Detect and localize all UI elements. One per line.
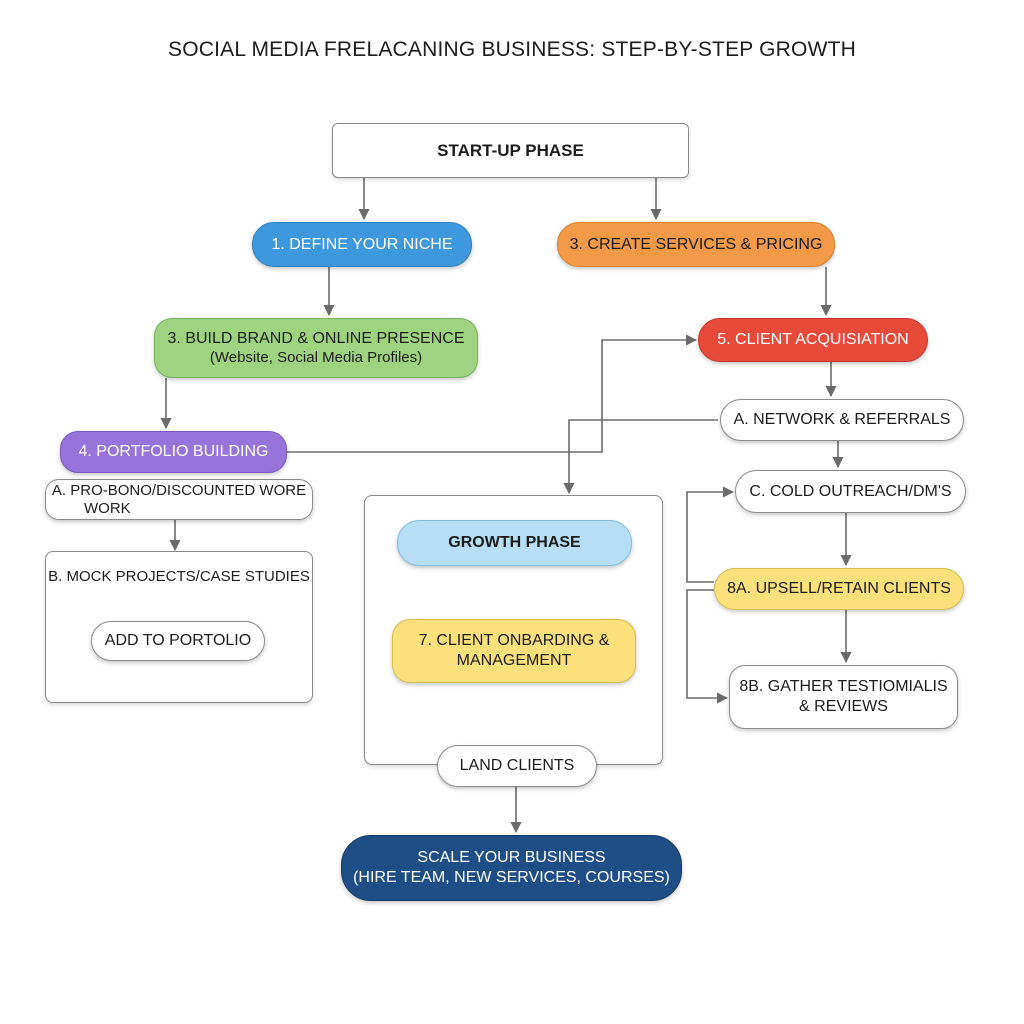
testimonials-line-2: & REVIEWS xyxy=(799,698,888,715)
add-to-portfolio-label: ADD TO PORTOLIO xyxy=(104,632,252,649)
pro-bono-line-1: A. PRO-BONO/DISCOUNTED WORE xyxy=(51,482,307,500)
pro-bono-line-2: WORK xyxy=(84,499,131,517)
cold-outreach-node[interactable]: C. COLD OUTREACH/DM'S xyxy=(735,470,966,513)
add-to-portfolio-node[interactable]: ADD TO PORTOLIO xyxy=(91,621,265,661)
growth-phase-label: GROWTH PHASE xyxy=(448,534,581,551)
line-network-to-growth xyxy=(563,419,718,495)
diagram-title: SOCIAL MEDIA FRELACANING BUSINESS: STEP-… xyxy=(168,38,856,61)
scale-business-subtitle: (HIRE TEAM, NEW SERVICES, COURSES) xyxy=(353,869,670,886)
growth-phase-node[interactable]: GROWTH PHASE xyxy=(397,520,632,566)
startup-phase-label: START-UP PHASE xyxy=(437,140,584,160)
land-clients-node[interactable]: LAND CLIENTS xyxy=(437,745,597,787)
portfolio-building-label: 4. PORTFOLIO BUILDING xyxy=(78,443,269,460)
land-clients-label: LAND CLIENTS xyxy=(459,757,575,774)
line-portfolio-to-acquisition xyxy=(287,334,698,453)
client-onboarding-line-1: 7. CLIENT ONBARDING & xyxy=(418,632,610,649)
upsell-retain-label: 8A. UPSELL/RETAIN CLIENTS xyxy=(727,580,951,597)
brand-presence-subtitle: (Website, Social Media Profiles) xyxy=(209,348,423,366)
define-niche-node[interactable]: 1. DEFINE YOUR NICHE xyxy=(252,222,472,267)
scale-business-title: SCALE YOUR BUSINESS xyxy=(417,849,606,866)
mock-projects-label: B. MOCK PROJECTS/CASE STUDIES xyxy=(48,568,310,585)
pro-bono-node[interactable]: A. PRO-BONO/DISCOUNTED WORE WORK xyxy=(45,479,313,520)
brand-presence-node[interactable]: 3. BUILD BRAND & ONLINE PRESENCE (Websit… xyxy=(154,318,478,378)
network-referrals-node[interactable]: A. NETWORK & REFERRALS xyxy=(720,399,964,441)
testimonials-line-1: 8B. GATHER TESTIOMIALIS xyxy=(739,678,948,695)
upsell-retain-node[interactable]: 8A. UPSELL/RETAIN CLIENTS xyxy=(714,568,964,610)
startup-phase-node[interactable]: START-UP PHASE xyxy=(332,123,689,178)
client-onboarding-node[interactable]: 7. CLIENT ONBARDING & MANAGEMENT xyxy=(392,619,636,683)
loop-upsell-to-testimonials xyxy=(686,589,729,704)
services-pricing-node[interactable]: 3. CREATE SERVICES & PRICING xyxy=(557,222,835,267)
loop-upsell-to-cold xyxy=(686,486,735,583)
client-acquisition-label: 5. CLIENT ACQUISIATION xyxy=(717,331,909,348)
scale-business-node[interactable]: SCALE YOUR BUSINESS (HIRE TEAM, NEW SERV… xyxy=(341,835,682,901)
cold-outreach-label: C. COLD OUTREACH/DM'S xyxy=(749,482,952,500)
client-acquisition-node[interactable]: 5. CLIENT ACQUISIATION xyxy=(698,318,928,362)
services-pricing-label: 3. CREATE SERVICES & PRICING xyxy=(569,235,823,253)
network-referrals-label: A. NETWORK & REFERRALS xyxy=(733,411,951,428)
testimonials-node[interactable]: 8B. GATHER TESTIOMIALIS & REVIEWS xyxy=(729,665,958,729)
define-niche-label: 1. DEFINE YOUR NICHE xyxy=(271,235,453,253)
client-onboarding-line-2: MANAGEMENT xyxy=(456,652,572,669)
portfolio-building-node[interactable]: 4. PORTFOLIO BUILDING xyxy=(60,431,287,473)
brand-presence-title: 3. BUILD BRAND & ONLINE PRESENCE xyxy=(167,329,465,347)
